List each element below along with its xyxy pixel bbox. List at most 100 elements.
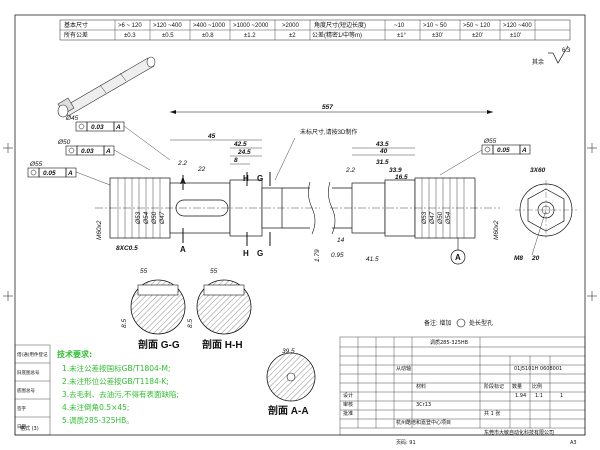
section-mark-G-bottom: G [257, 249, 263, 258]
dia-left: Ø53 [135, 211, 142, 225]
dim-20: 20 [531, 255, 540, 262]
tolerance-row2-label: 所有公差 [64, 31, 88, 39]
gdt-dia-top: Ø45 [65, 115, 79, 122]
section-hh: 55 8.5 剖面 H-H [187, 268, 252, 351]
gdt-right-tol: 0.05 [497, 147, 510, 154]
dim-m8: M8 [514, 255, 523, 262]
dim-2-2b: 2.2 [345, 167, 355, 174]
tb-material: 3Cr13 [416, 402, 431, 408]
dia-left: Ø54 [143, 211, 150, 225]
remark-text: 备注: 增加 [424, 319, 451, 327]
dim-41-5: 41.5 [366, 256, 379, 263]
dim-24-5: 24.5 [237, 149, 251, 156]
tb-weight: 1.94 [515, 393, 526, 399]
dim-42-5: 42.5 [233, 141, 247, 148]
overall-dimension: 557 [170, 104, 493, 114]
dia-left: Ø47 [159, 211, 166, 225]
section-mark-A-top: A [180, 177, 186, 186]
gdt-tol-top: 0.03 [91, 124, 104, 131]
tech-heading: 技术要求: [57, 349, 92, 359]
dim-2-2a: 2.2 [177, 160, 187, 167]
dim-thread-chamfer: 8XC0.5 [116, 245, 138, 252]
gdt-dia-low: Ø55 [29, 161, 43, 168]
tb-stage-label: 阶段标记 [484, 383, 504, 390]
tb-sheet-total: 1 [560, 393, 563, 399]
tb-scale: 1:1 [535, 393, 543, 399]
dim-33-9: 33.9 [389, 167, 402, 174]
dim-8-5-hh: 8.5 [187, 319, 194, 328]
tb-drawing-no: 01J5101H 0608001 [514, 366, 562, 372]
dim-14: 14 [337, 237, 345, 244]
tol-value: ±1.2 [244, 33, 256, 39]
tol-header: >2000 [282, 23, 300, 29]
left-diameters: M60x2 Ø54 Ø50 Ø47 Ø53 [96, 211, 166, 240]
section-aa: 39.5 剖面 A-A [266, 348, 316, 417]
tol-header: >400 ~1000 [193, 23, 226, 29]
end-view: 3X60 M8 20 [514, 167, 577, 262]
outer-frame [14, 14, 586, 436]
dim-1-79: 1.79 [314, 249, 321, 262]
gdt-tol-low: 0.05 [43, 170, 56, 177]
gdt-tol-mid: 0.03 [81, 148, 94, 155]
section-hh-label: 剖面 H-H [202, 338, 243, 351]
gdt-dia-mid: Ø50 [57, 139, 71, 146]
dim-43-5: 43.5 [375, 141, 389, 148]
tol-header: 角度尺寸(短边长度) [314, 21, 366, 29]
tb-page-no: 页码: 91 [396, 439, 416, 446]
title-block-text: 调质285-325HB 从动轴 01J5101H 0608001 材料 3Cr1… [20, 339, 577, 446]
dim-22: 22 [197, 166, 206, 173]
dim-m60-left: M60x2 [96, 220, 103, 240]
dia-right: Ø50 [437, 211, 444, 225]
remark: 备注: 增加 处长型孔 [424, 318, 493, 328]
shaft-left-view [95, 177, 320, 239]
remark-tail: 处长型孔 [469, 319, 493, 327]
gdt-right-dia: Ø55 [483, 138, 497, 145]
section-mark-G-top: G [257, 174, 263, 183]
tb-check: 审核 [343, 401, 353, 408]
tol-value: ±20' [472, 33, 483, 39]
tol-value: 公差(精密1/中等m) [312, 31, 362, 39]
tech-item: 5.调质285-325HB。 [62, 415, 134, 425]
dim-hex: 3X60 [530, 167, 546, 174]
right-dimensions: 43.5 40 31.5 33.9 16.5 2.2 0.95 41.5 1.7… [314, 141, 415, 263]
gdt-datum-top: A [115, 124, 121, 131]
roughness-suffix: 其余 [532, 58, 544, 66]
tol-value: ±0.3 [124, 33, 136, 39]
tolerance-row1-label: 基本尺寸 [64, 21, 88, 29]
section-mark-A-bottom: A [180, 245, 186, 254]
tb-qty-label: 数量 [512, 383, 522, 390]
dim-55-gg: 55 [140, 268, 148, 275]
tb-process: 调质285-325HB [430, 339, 469, 346]
dia-right: Ø54 [445, 211, 452, 225]
strip-label: 日期 [17, 424, 26, 430]
tolerance-table: 基本尺寸 所有公差 >6 ~ 120 >120 ~400 >400 ~1000 … [59, 19, 571, 41]
tb-format: 格式 (3) [20, 425, 39, 432]
tb-company: 杭州酷培和嘉登中心项目 [396, 419, 451, 426]
title-block [339, 336, 586, 436]
tol-header: >120 ~400 [153, 23, 182, 29]
dia-right: Ø47 [429, 211, 436, 225]
tol-header: >10 ~ 50 [423, 23, 447, 29]
dim-8: 8 [234, 157, 238, 164]
shaft-right-view [330, 177, 500, 239]
tb-ratio-label: 比例 [532, 383, 542, 390]
strip-label: 底图总号 [17, 387, 35, 394]
tol-header: >120 ~400 [503, 23, 532, 29]
right-diameters: Ø53 Ø47 Ø50 Ø54 M60x2 [421, 211, 500, 240]
shaft-iso-thumbnail [57, 56, 156, 118]
section-mark-H-top: H [243, 174, 249, 183]
tol-header: >1000 ~2000 [233, 23, 269, 29]
gdt-right: Ø55 0.05 A [439, 138, 531, 176]
tol-header: >6 ~ 120 [118, 23, 142, 29]
tol-header: >50 ~ 120 [463, 23, 491, 29]
datum-a-label: A [455, 253, 461, 262]
gdt-right-datum: A [521, 147, 527, 154]
section-gg-label: 剖面 G-G [138, 338, 180, 351]
roughness-value: 6.3 [562, 48, 571, 54]
tol-value: ±0.5 [162, 33, 174, 39]
dia-left: Ø50 [151, 211, 158, 225]
tol-value: ±0.8 [202, 33, 214, 39]
tech-item: 1.未注公差按国标GB/T1804-M; [62, 363, 171, 373]
gdt-left: Ø45 0.03 A Ø50 0.03 A Ø55 0.05 A [27, 115, 171, 186]
